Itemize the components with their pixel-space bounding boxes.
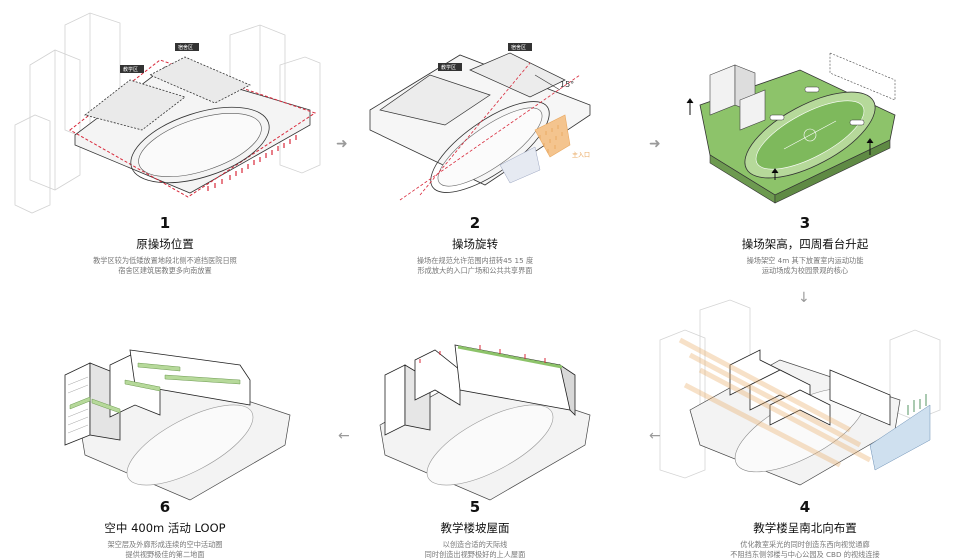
step-number: 5 [469, 498, 481, 516]
arrow-down: ↓ [798, 290, 810, 306]
step-desc-line-2: 同时创造出视野极好的上人屋面 [424, 550, 526, 559]
step-title: 原操场位置 [136, 237, 194, 251]
arrow-left-1: ← [649, 428, 661, 444]
step-number: 2 [469, 214, 481, 232]
dorm-tag-text: 宿舍区 [178, 44, 193, 51]
angle-label: 15° [560, 80, 574, 89]
step-desc-line-2: 宿舍区建筑居教更多向南放置 [118, 266, 212, 275]
step-desc-line-2: 形成放大的入口广场和公共共享界面 [417, 266, 533, 275]
diagram-step-2: 15° 主入口 教学区 宿舍区 [360, 35, 620, 215]
stand-blocks [709, 52, 896, 131]
diagram-step-5 [360, 335, 630, 510]
step-number: 1 [159, 214, 171, 232]
dorm-zone [469, 52, 566, 98]
running-track [130, 106, 270, 184]
step-desc-line-2: 不阻挡东侧邻楼与中心公园及 CBD 的视线连接 [730, 550, 880, 559]
teaching-tag-text: 教学区 [123, 66, 138, 73]
step-desc-line-2: 提供视野极佳的第二地面 [125, 550, 205, 559]
step-5-drawing [379, 344, 591, 501]
arrow-left-2: ← [338, 428, 350, 444]
step-4-drawing [659, 299, 941, 486]
step-title: 操场架高，四周看台升起 [741, 237, 869, 251]
dorm-tag [508, 43, 532, 51]
diagram-step-1: 教学区 宿舍区 [10, 5, 321, 215]
step-title: 空中 400m 活动 LOOP [104, 521, 226, 535]
field-midline [783, 120, 837, 150]
axis-line [399, 74, 581, 201]
caption-step-3: 3 操场架高，四周看台升起 操场架空 4m 其下放置室内运动功能 运动场成为校园… [675, 214, 935, 276]
angle-arc [534, 74, 561, 91]
stair-icons [769, 86, 865, 126]
view-corridor [869, 404, 931, 471]
running-track [126, 404, 254, 486]
caption-step-1: 1 原操场位置 教学区较为低矮放置地段北侧不遮挡医院日照 宿舍区建筑居教更多向南… [35, 214, 295, 276]
deck-edge-right [774, 139, 891, 204]
arrow-right-2: ➜ [649, 136, 661, 152]
teaching-zone [84, 79, 186, 131]
step-desc-line-1: 操场架空 4m 其下放置室内运动功能 [746, 256, 864, 265]
teaching-tag-text: 教学区 [441, 64, 456, 71]
step-title: 教学楼呈南北向布置 [753, 521, 857, 535]
teaching-tag [120, 65, 144, 73]
track-inner [437, 107, 543, 187]
step-title: 教学楼坡屋面 [440, 521, 510, 535]
step-2-drawing: 15° 主入口 教学区 宿舍区 [369, 43, 591, 201]
step-6-drawing [64, 349, 291, 501]
track-inner [138, 113, 262, 177]
step-desc-line-2: 运动场成为校园景观的核心 [761, 266, 849, 275]
entrance-plaza [534, 114, 571, 158]
diagram-step-3 [680, 45, 930, 215]
running-track [426, 404, 554, 486]
dorm-tag-text: 宿舍区 [511, 44, 526, 51]
caption-step-6: 6 空中 400m 活动 LOOP 架空层及外廊形成连续的空中活动圈 提供视野极… [35, 498, 295, 560]
caption-step-2: 2 操场旋转 操场在规范允许范围内扭转45 15 度 形成放大的入口广场和公共共… [345, 214, 605, 276]
step-number: 6 [159, 498, 171, 516]
plaza-crowd [539, 125, 563, 153]
caption-step-4: 4 教学楼呈南北向布置 优化教室采光的同时创造东西向视觉通廊 不阻挡东侧邻楼与中… [675, 498, 935, 560]
roof-people [419, 345, 546, 363]
center-circle [803, 128, 817, 142]
teaching-tag [438, 63, 462, 71]
teaching-zone [379, 74, 491, 126]
caption-step-5: 5 教学楼坡屋面 以创造合适的天际线 同时创造出视野极好的上人屋面 [345, 498, 605, 560]
dorm-tag [175, 43, 199, 51]
sloped-roof-buildings [384, 344, 576, 436]
rotation-line [419, 62, 531, 196]
teaching-bars [729, 349, 891, 426]
activity-loop [69, 362, 241, 414]
step-number: 4 [799, 498, 811, 516]
step-desc-line-1: 操场在规范允许范围内扭转45 15 度 [416, 256, 534, 265]
crowd-marks [207, 135, 297, 191]
step-desc-line-1: 优化教室采光的同时创造东西向视觉通廊 [740, 540, 870, 549]
step-number: 3 [799, 214, 811, 232]
entrance-label: 主入口 [572, 151, 590, 159]
step-desc-line-1: 教学区较为低矮放置地段北侧不遮挡医院日照 [93, 256, 237, 265]
step-3-drawing [686, 52, 896, 204]
diagram-step-4 [650, 299, 950, 510]
sunlight-rays [678, 337, 872, 468]
trees [907, 394, 927, 415]
green-roof [457, 345, 563, 369]
diagram-step-6 [40, 335, 320, 510]
lift-arrows [686, 98, 874, 180]
step-title: 操场旋转 [452, 237, 498, 251]
public-interface [499, 146, 541, 184]
step-desc-line-1: 以创造合适的天际线 [442, 540, 508, 549]
arrow-right-1: ➜ [336, 136, 348, 152]
dorm-zone [149, 56, 251, 104]
step-desc-line-1: 架空层及外廊形成连续的空中活动圈 [107, 540, 223, 549]
facade-stripes [67, 376, 89, 434]
step-1-drawing: 教学区 宿舍区 [14, 12, 321, 214]
